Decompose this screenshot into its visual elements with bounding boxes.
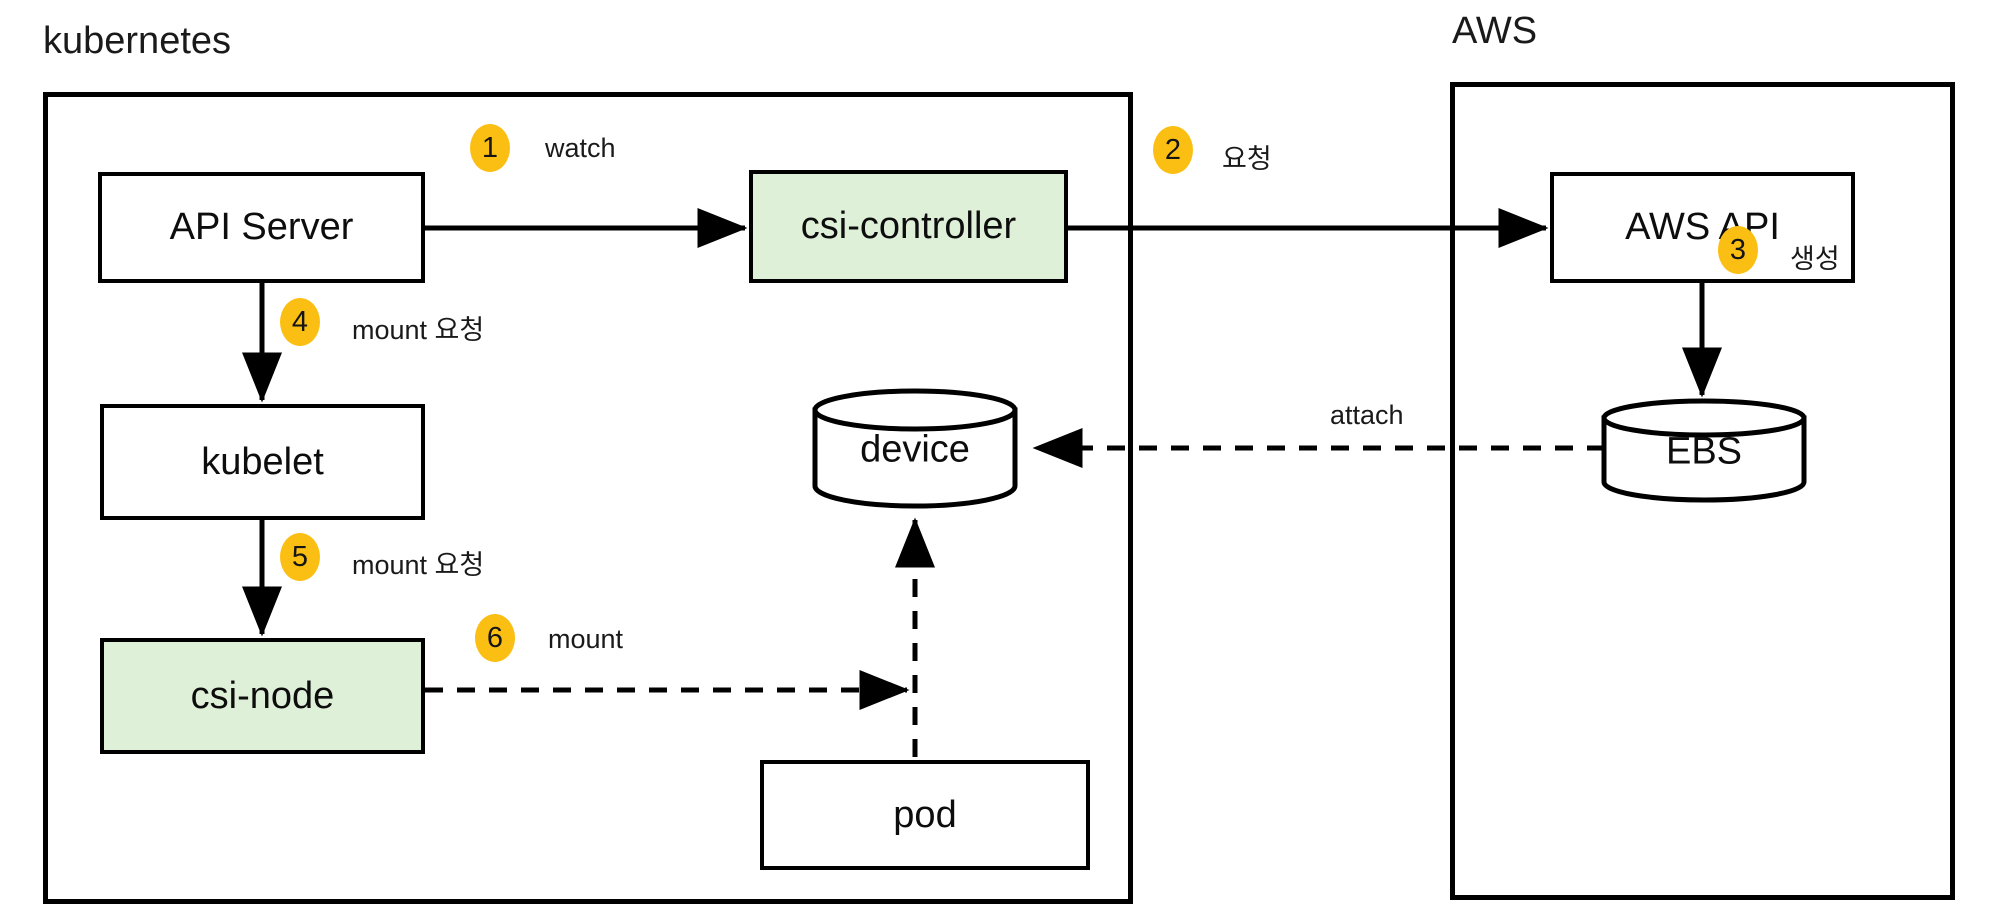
node-api-server-label: API Server — [169, 206, 354, 248]
node-api-server[interactable]: API Server — [98, 172, 425, 283]
edge-label-watch: watch — [545, 133, 616, 163]
node-csi-controller-label: csi-controller — [800, 205, 1017, 247]
edge-label-create: 생성 — [1790, 244, 1840, 274]
node-kubelet[interactable]: kubelet — [100, 404, 425, 520]
step-badge-1: 1 — [470, 124, 510, 172]
edge-label-request: 요청 — [1222, 144, 1272, 174]
group-label-kubernetes: kubernetes — [43, 20, 232, 62]
step-badge-2: 2 — [1153, 126, 1193, 174]
edge-label-mount-device: mount — [548, 624, 624, 654]
node-kubelet-label: kubelet — [201, 440, 324, 483]
node-device-label: device — [860, 428, 970, 471]
step-badge-3: 3 — [1718, 226, 1758, 274]
node-pod-label: pod — [893, 793, 957, 836]
node-csi-controller[interactable]: csi-controller — [749, 170, 1068, 283]
group-label-aws: AWS — [1452, 10, 1538, 52]
node-pod[interactable]: pod — [760, 760, 1090, 870]
edge-label-attach: attach — [1330, 400, 1404, 430]
step-badge-5: 5 — [280, 533, 320, 581]
node-device[interactable]: device — [812, 388, 1018, 508]
node-csi-node-label: csi-node — [190, 674, 335, 717]
node-ebs[interactable]: EBS — [1601, 398, 1807, 502]
edge-label-mount-request-kubelet: mount 요청 — [352, 315, 485, 345]
edge-label-mount-request-csinode: mount 요청 — [352, 550, 485, 580]
node-csi-node[interactable]: csi-node — [100, 638, 425, 754]
node-ebs-label: EBS — [1665, 430, 1743, 473]
step-badge-4: 4 — [280, 298, 320, 346]
group-box-kubernetes — [43, 92, 1133, 904]
group-box-aws — [1450, 82, 1955, 900]
step-badge-6: 6 — [475, 614, 515, 662]
